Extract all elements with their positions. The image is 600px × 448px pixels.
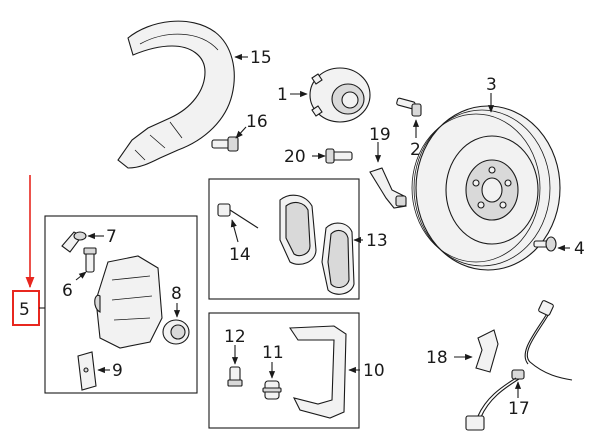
callout-11: 11 (262, 343, 284, 363)
callout-6: 6 (62, 281, 73, 301)
callout-12: 12 (224, 327, 246, 347)
callout-16: 16 (246, 112, 268, 132)
callout-7: 7 (106, 227, 117, 247)
callout-4: 4 (574, 239, 585, 259)
callout-10: 10 (363, 361, 385, 381)
callout-20: 20 (284, 147, 306, 167)
bolt-2-part[interactable] (396, 97, 422, 117)
splash-shield-part[interactable] (117, 20, 235, 169)
callout-3: 3 (486, 75, 497, 95)
callout-17: 17 (508, 399, 530, 419)
caliper-housing-part[interactable] (94, 255, 163, 349)
brake-pads-part[interactable] (279, 194, 355, 295)
wear-sensor-part[interactable] (217, 203, 259, 229)
wheel-speed-sensor-part[interactable] (369, 167, 407, 209)
cover-plate-part[interactable] (77, 351, 97, 391)
callout-5: 5 (19, 300, 30, 320)
callout-19: 19 (369, 125, 391, 145)
guide-bolt-part[interactable] (227, 366, 243, 387)
callout-14: 14 (229, 245, 251, 265)
brake-hose-part[interactable] (465, 300, 573, 431)
brake-rotor-part[interactable] (411, 105, 561, 271)
bolt-20-part[interactable] (325, 148, 353, 164)
callout-2: 2 (410, 140, 421, 160)
hose-bracket-part[interactable] (475, 329, 499, 373)
wheel-hub-part[interactable] (309, 67, 371, 123)
callout-1: 1 (277, 85, 288, 105)
callout-18: 18 (426, 348, 448, 368)
guide-sleeve-part[interactable] (262, 380, 282, 400)
caliper-box (44, 215, 198, 394)
callout-8: 8 (171, 284, 182, 304)
bolt-16-part[interactable] (211, 136, 239, 152)
callout-9: 9 (112, 361, 123, 381)
callout-13: 13 (366, 231, 388, 251)
bleeder-cap-part[interactable] (61, 231, 87, 253)
callout-15: 15 (250, 48, 272, 68)
caliper-bracket-part[interactable] (289, 325, 347, 419)
piston-seal-part[interactable] (162, 319, 190, 345)
bleeder-screw-part[interactable] (83, 247, 97, 273)
rotor-screw-part[interactable] (533, 236, 557, 252)
